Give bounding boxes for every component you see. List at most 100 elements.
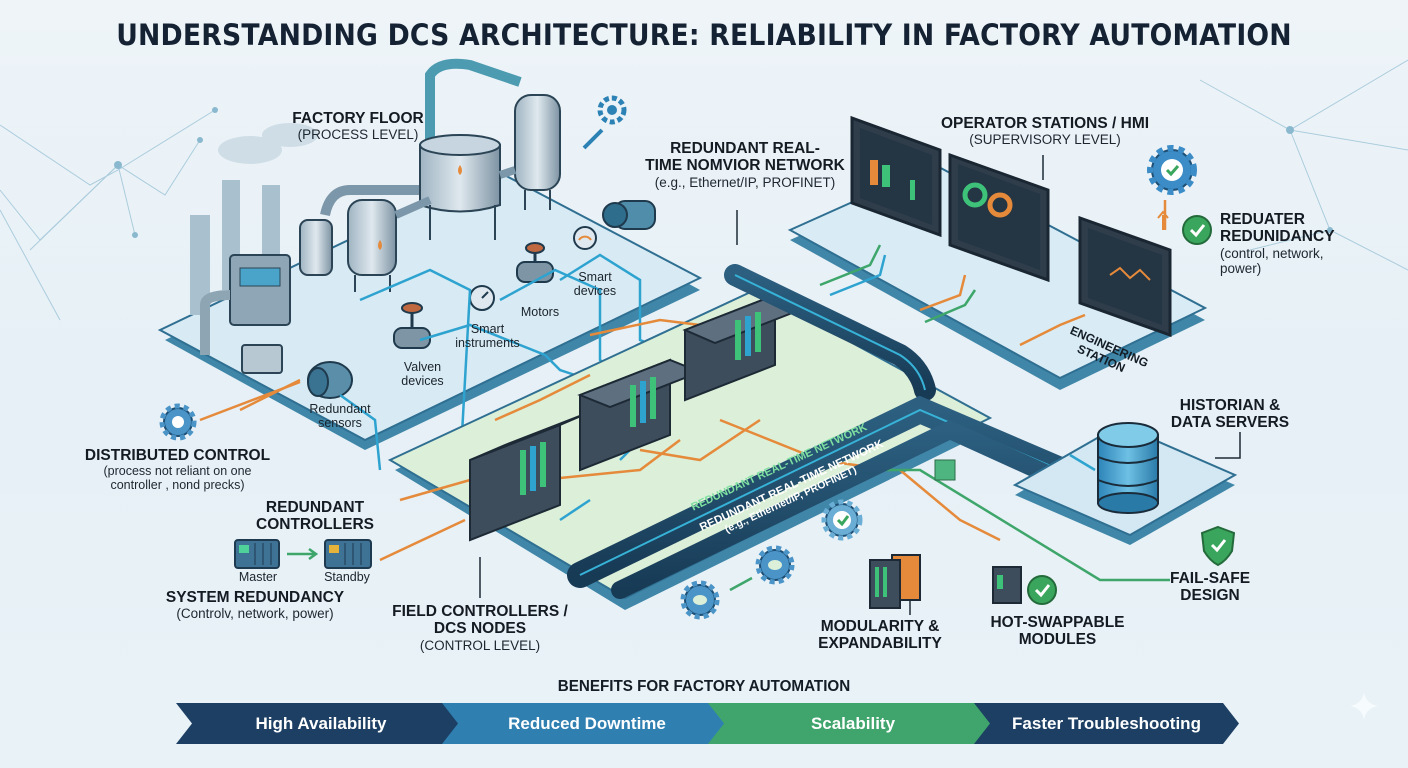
- modularity-heading-1: MODULARITY &: [820, 618, 940, 635]
- benefit-high-availability: High Availability: [176, 703, 466, 744]
- network-node-dot: [1286, 126, 1294, 134]
- network-top-heading-2: TIME NOMVIOR NETWORK: [645, 157, 845, 175]
- reduater-heading-1: REDUATER: [1220, 211, 1305, 228]
- system-redundancy-label: SYSTEM REDUNDANCY (Controlv, network, po…: [155, 589, 355, 621]
- redundant-controllers-heading-2: CONTROLLERS: [256, 516, 374, 534]
- smart-instruments-line-1: Smart: [470, 322, 505, 336]
- smart-devices-line-2: devices: [573, 284, 617, 298]
- benefit-faster-troubleshooting: Faster Troubleshooting: [974, 703, 1239, 744]
- valven-line-2: devices: [401, 374, 444, 388]
- smart-instruments-line-2: instruments: [455, 336, 520, 350]
- network-node-dot: [114, 161, 122, 169]
- check-circle-icon: [1027, 575, 1057, 605]
- expansion-module-icon: [869, 554, 921, 609]
- distributed-sub-2: controller , nond precks): [110, 478, 245, 493]
- distributed-sub-1: (process not reliant on one: [103, 464, 252, 479]
- distributed-heading: DISTRIBUTED CONTROL: [84, 447, 271, 464]
- gear-icon: [159, 403, 197, 441]
- stack-modules-icon: [934, 459, 956, 481]
- redundant-sensors-line-1: Redundant: [309, 402, 371, 416]
- failover-arrow-icon: [287, 547, 319, 561]
- operator-heading: OPERATOR STATIONS / HMI: [940, 115, 1150, 132]
- pump-machine-icon: [200, 254, 291, 374]
- sparkle-watermark-icon: [1350, 692, 1378, 720]
- operator-data-flows: [819, 200, 1167, 347]
- dcs-controller-node: [682, 293, 808, 402]
- reduater-sub-1: (control, network,: [1220, 245, 1324, 261]
- dcs-controller-node: [577, 358, 703, 472]
- hmi-monitor-icon: [850, 115, 942, 238]
- control-level-platform: [387, 288, 993, 610]
- background-network-lines: [0, 59, 1408, 321]
- network-node-dot: [1327, 227, 1333, 233]
- motors-label: Motors: [520, 305, 560, 319]
- factory-floor-heading: FACTORY FLOOR: [292, 110, 424, 127]
- smart-devices-line-1: Smart: [578, 270, 612, 284]
- distributed-control-label: DISTRIBUTED CONTROL (process not reliant…: [70, 447, 285, 492]
- shield-check-icon: [1200, 525, 1236, 567]
- standby-controller-icon: [324, 539, 372, 569]
- valven-devices-label: Valven devices: [385, 360, 460, 388]
- gear-icon: [680, 580, 720, 620]
- smart-instruments-label: Smart instruments: [440, 322, 535, 350]
- gear-wrench-icon: [582, 95, 627, 150]
- fail-safe-label: FAIL-SAFE DESIGN: [1160, 570, 1260, 605]
- historian-label: HISTORIAN & DATA SERVERS: [1160, 397, 1300, 432]
- process-tanks-icon: [299, 58, 561, 292]
- fail-safe-heading-1: FAIL-SAFE: [1169, 570, 1251, 587]
- smart-instrument-gauge-icon: [469, 285, 495, 311]
- callout-lines: [479, 155, 1241, 615]
- hot-swappable-label: HOT-SWAPPABLE MODULES: [985, 614, 1130, 649]
- reduater-heading-2: REDUNIDANCY: [1220, 228, 1335, 246]
- redundant-sensors-label: Redundant sensors: [295, 402, 385, 430]
- hot-swap-heading-1: HOT-SWAPPABLE: [990, 614, 1125, 631]
- field-controllers-heading-2: DCS NODES: [433, 620, 527, 638]
- network-node-dot: [197, 137, 203, 143]
- motor-icon: [307, 361, 353, 399]
- system-redundancy-sub: (Controlv, network, power): [176, 606, 334, 622]
- smart-device-gauge-icon: [573, 226, 597, 250]
- historian-heading-2: DATA SERVERS: [1170, 414, 1290, 432]
- system-redundancy-heading: SYSTEM REDUNDANCY: [165, 589, 345, 606]
- check-circle-icon: [1182, 215, 1212, 245]
- engineering-station-monitor-icon: [1078, 215, 1172, 338]
- hot-swap-module-icon: [992, 566, 1022, 604]
- network-node-dot: [132, 232, 138, 238]
- redundant-controllers-heading-1: REDUNDANT: [265, 499, 365, 516]
- operator-stations-label: OPERATOR STATIONS / HMI (SUPERVISORY LEV…: [920, 115, 1170, 147]
- modularity-label: MODULARITY & EXPANDABILITY: [800, 618, 960, 653]
- smart-devices-label: Smart devices: [565, 270, 625, 298]
- historian-heading-1: HISTORIAN &: [1179, 397, 1281, 414]
- master-controller-icon: [234, 539, 280, 569]
- upward-arrow-icon: [1157, 210, 1169, 230]
- standby-label: Standby: [324, 570, 370, 584]
- benefit-scalability: Scalability: [708, 703, 998, 744]
- smokestacks-icon: [190, 123, 318, 315]
- valven-line-1: Valven: [403, 360, 442, 374]
- field-controllers-sub: (CONTROL LEVEL): [419, 637, 541, 653]
- network-node-dot: [212, 107, 218, 113]
- gear-check-icon: [821, 499, 863, 541]
- gear-icon: [755, 545, 795, 585]
- modularity-heading-2: EXPANDABILITY: [818, 635, 942, 653]
- orange-arrow-icon: [199, 380, 301, 422]
- network-top-label: REDUNDANT REAL- TIME NOMVIOR NETWORK (e.…: [625, 140, 865, 190]
- page-title: UNDERSTANDING DCS ARCHITECTURE: RELIABIL…: [116, 18, 1292, 52]
- redundant-controllers-label: REDUNDANT CONTROLLERS: [250, 499, 380, 534]
- field-controllers-label: FIELD CONTROLLERS / DCS NODES (CONTROL L…: [370, 603, 590, 653]
- hmi-monitor-icon: [948, 152, 1050, 283]
- gear-check-icon: [1147, 145, 1197, 195]
- factory-floor-sub: (PROCESS LEVEL): [297, 127, 419, 143]
- master-label: Master: [238, 570, 278, 584]
- network-top-sub: (e.g., Ethernet/IP, PROFINET): [654, 174, 836, 190]
- redundant-network-cable: [567, 264, 1073, 599]
- green-arrow-icon: [729, 576, 753, 592]
- database-server-icon: [1097, 422, 1159, 514]
- electric-motor-icon: [602, 200, 656, 230]
- network-top-heading-1: REDUNDANT REAL-: [670, 140, 820, 157]
- benefit-reduced-downtime: Reduced Downtime: [442, 703, 732, 744]
- fail-safe-heading-2: DESIGN: [1180, 587, 1240, 605]
- benefits-title: BENEFITS FOR FACTORY AUTOMATION: [557, 678, 851, 695]
